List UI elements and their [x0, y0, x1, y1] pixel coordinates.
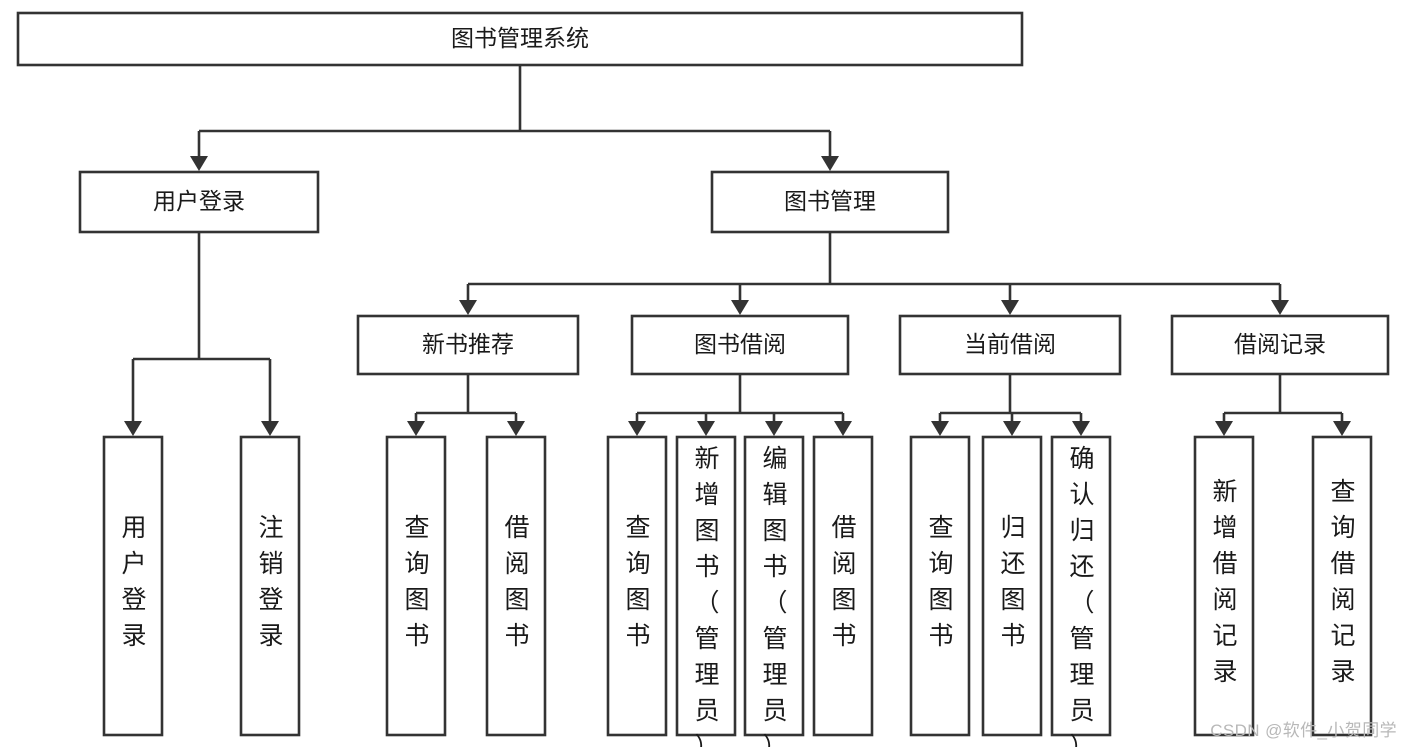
- node-label: 借阅图书: [831, 514, 856, 650]
- arrow-head: [1215, 421, 1233, 436]
- connector-group-book-manage: [459, 232, 1289, 315]
- node-label: 图书借阅: [694, 331, 786, 357]
- node-leaf-add-record[interactable]: 新增借阅记录: [1193, 435, 1255, 737]
- node-borrow-record[interactable]: 借阅记录: [1170, 314, 1390, 376]
- arrow-head: [731, 300, 749, 315]
- node-box[interactable]: [812, 435, 874, 737]
- node-label: 查询图书: [928, 514, 953, 650]
- node-label: 用户登录: [121, 514, 146, 650]
- arrow-head: [1003, 421, 1021, 436]
- node-box[interactable]: [743, 435, 805, 737]
- node-box[interactable]: [909, 435, 971, 737]
- node-leaf-query-record[interactable]: 查询借阅记录: [1311, 435, 1373, 737]
- node-book-borrow[interactable]: 图书借阅: [630, 314, 850, 376]
- node-new-book-rec[interactable]: 新书推荐: [356, 314, 580, 376]
- node-layer: 图书管理系统用户登录图书管理新书推荐图书借阅当前借阅借阅记录用户登录注销登录查询…: [16, 11, 1390, 747]
- node-label: 用户登录: [153, 188, 245, 214]
- node-box[interactable]: [1050, 435, 1112, 737]
- arrow-head: [261, 421, 279, 436]
- arrow-head: [821, 156, 839, 171]
- connector-group-user-login: [124, 232, 279, 436]
- node-box[interactable]: [606, 435, 668, 737]
- node-leaf-confirm-return[interactable]: 确认归还（管理员）: [1050, 435, 1112, 747]
- node-box[interactable]: [356, 314, 580, 376]
- node-box[interactable]: [102, 435, 164, 737]
- node-label: 当前借阅: [964, 331, 1056, 357]
- node-leaf-logout[interactable]: 注销登录: [239, 435, 301, 737]
- arrow-head: [1001, 300, 1019, 315]
- node-box[interactable]: [16, 11, 1024, 67]
- arrow-head: [1333, 421, 1351, 436]
- node-label: 查询图书: [625, 514, 650, 650]
- node-box[interactable]: [485, 435, 547, 737]
- node-book-manage[interactable]: 图书管理: [710, 170, 950, 234]
- connector-group-new-book-rec: [407, 374, 525, 436]
- node-box[interactable]: [898, 314, 1122, 376]
- connector-group-borrow-record: [1215, 374, 1351, 436]
- arrow-head: [124, 421, 142, 436]
- connector-group-book-borrow: [628, 374, 852, 436]
- connector-group-root: [190, 65, 839, 171]
- edge-layer: [124, 65, 1351, 436]
- arrow-head: [697, 421, 715, 436]
- arrow-head: [1072, 421, 1090, 436]
- node-box[interactable]: [1170, 314, 1390, 376]
- node-label: 借阅图书: [504, 514, 529, 650]
- node-label: 新增借阅记录: [1212, 478, 1237, 686]
- node-label: 编辑图书（管理员）: [762, 445, 787, 747]
- arrow-head: [507, 421, 525, 436]
- node-label: 新书推荐: [422, 331, 514, 357]
- node-leaf-borrow-book-1[interactable]: 借阅图书: [485, 435, 547, 737]
- node-box[interactable]: [630, 314, 850, 376]
- node-leaf-return-book[interactable]: 归还图书: [981, 435, 1043, 737]
- node-box[interactable]: [1311, 435, 1373, 737]
- node-box[interactable]: [981, 435, 1043, 737]
- node-box[interactable]: [1193, 435, 1255, 737]
- node-leaf-borrow-book-2[interactable]: 借阅图书: [812, 435, 874, 737]
- node-box[interactable]: [675, 435, 737, 737]
- arrow-head: [407, 421, 425, 436]
- node-leaf-user-login[interactable]: 用户登录: [102, 435, 164, 737]
- node-root[interactable]: 图书管理系统: [16, 11, 1024, 67]
- arrow-head: [931, 421, 949, 436]
- arrow-head: [1271, 300, 1289, 315]
- node-label: 新增图书（管理员）: [694, 445, 719, 747]
- arrow-head: [190, 156, 208, 171]
- node-label: 注销登录: [258, 514, 283, 650]
- arrow-head: [628, 421, 646, 436]
- node-leaf-add-book[interactable]: 新增图书（管理员）: [675, 435, 737, 747]
- node-label: 借阅记录: [1234, 331, 1326, 357]
- arrow-head: [834, 421, 852, 436]
- node-box[interactable]: [78, 170, 320, 234]
- node-leaf-query-book-3[interactable]: 查询图书: [909, 435, 971, 737]
- node-label: 查询图书: [404, 514, 429, 650]
- node-label: 确认归还（管理员）: [1069, 445, 1094, 747]
- node-leaf-edit-book[interactable]: 编辑图书（管理员）: [743, 435, 805, 747]
- node-label: 图书管理: [784, 188, 876, 214]
- node-label: 归还图书: [1000, 514, 1025, 650]
- node-leaf-query-book-1[interactable]: 查询图书: [385, 435, 447, 737]
- node-box[interactable]: [710, 170, 950, 234]
- connector-group-current-borrow: [931, 374, 1090, 436]
- node-box[interactable]: [239, 435, 301, 737]
- node-box[interactable]: [385, 435, 447, 737]
- arrow-head: [459, 300, 477, 315]
- node-label: 图书管理系统: [451, 25, 589, 51]
- arrow-head: [765, 421, 783, 436]
- node-leaf-query-book-2[interactable]: 查询图书: [606, 435, 668, 737]
- node-label: 查询借阅记录: [1330, 478, 1355, 686]
- node-current-borrow[interactable]: 当前借阅: [898, 314, 1122, 376]
- node-user-login[interactable]: 用户登录: [78, 170, 320, 234]
